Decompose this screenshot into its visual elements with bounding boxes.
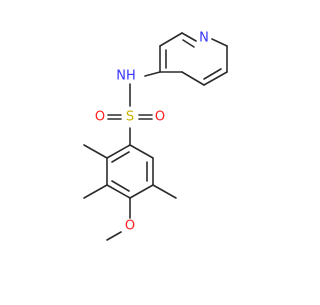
bond-methyl-right <box>152 184 177 199</box>
bond-ar-c1-c2 <box>106 144 131 159</box>
benzene-ring <box>106 144 154 199</box>
bond-pyr-c6-c3 <box>181 71 205 86</box>
bond-ar-c1-c2-inner <box>111 151 130 163</box>
bond-methyl-lower-left <box>83 184 108 199</box>
methoxy-oxygen-label: O <box>125 219 135 234</box>
bond-nh-pyr <box>144 71 161 77</box>
bond-methyl-upper-left <box>83 144 108 159</box>
bond-pyr-c5-n1-inner <box>182 39 195 48</box>
bond-pyr-n1-c2 <box>211 38 228 47</box>
pyridine-nitrogen-label: N <box>199 31 209 46</box>
bond-pyr-c4-c5 <box>159 32 183 47</box>
bond-ar-c4-c5 <box>129 184 154 199</box>
bond-ar-c6-c1 <box>129 144 154 159</box>
bond-pyr-c1-c6-inner <box>203 68 222 80</box>
bond-methoxy-o-ch3 <box>106 231 122 241</box>
sulfonyl-oxygen-right-label: O <box>155 110 165 125</box>
pyridine-ring <box>159 32 228 86</box>
bond-pyr-c5-n1 <box>181 32 197 42</box>
molecule-structure-canvas: N NH S O O O <box>83 31 228 241</box>
bond-ar-c3-c4 <box>106 184 131 199</box>
bond-ar-c3-c4-inner <box>111 180 130 192</box>
sulfonyl-oxygen-left-label: O <box>95 110 105 125</box>
bond-pyr-c1-c6 <box>203 71 228 86</box>
substituents <box>83 144 177 241</box>
sulfonamide-linker <box>107 71 161 146</box>
sulfonyl-sulfur-label: S <box>126 110 134 125</box>
sulfonamide-nh-label: NH <box>116 69 136 84</box>
molecule-structure-drawing: N NH S O O O <box>83 31 228 241</box>
atom-labels: N NH S O O O <box>95 31 209 234</box>
